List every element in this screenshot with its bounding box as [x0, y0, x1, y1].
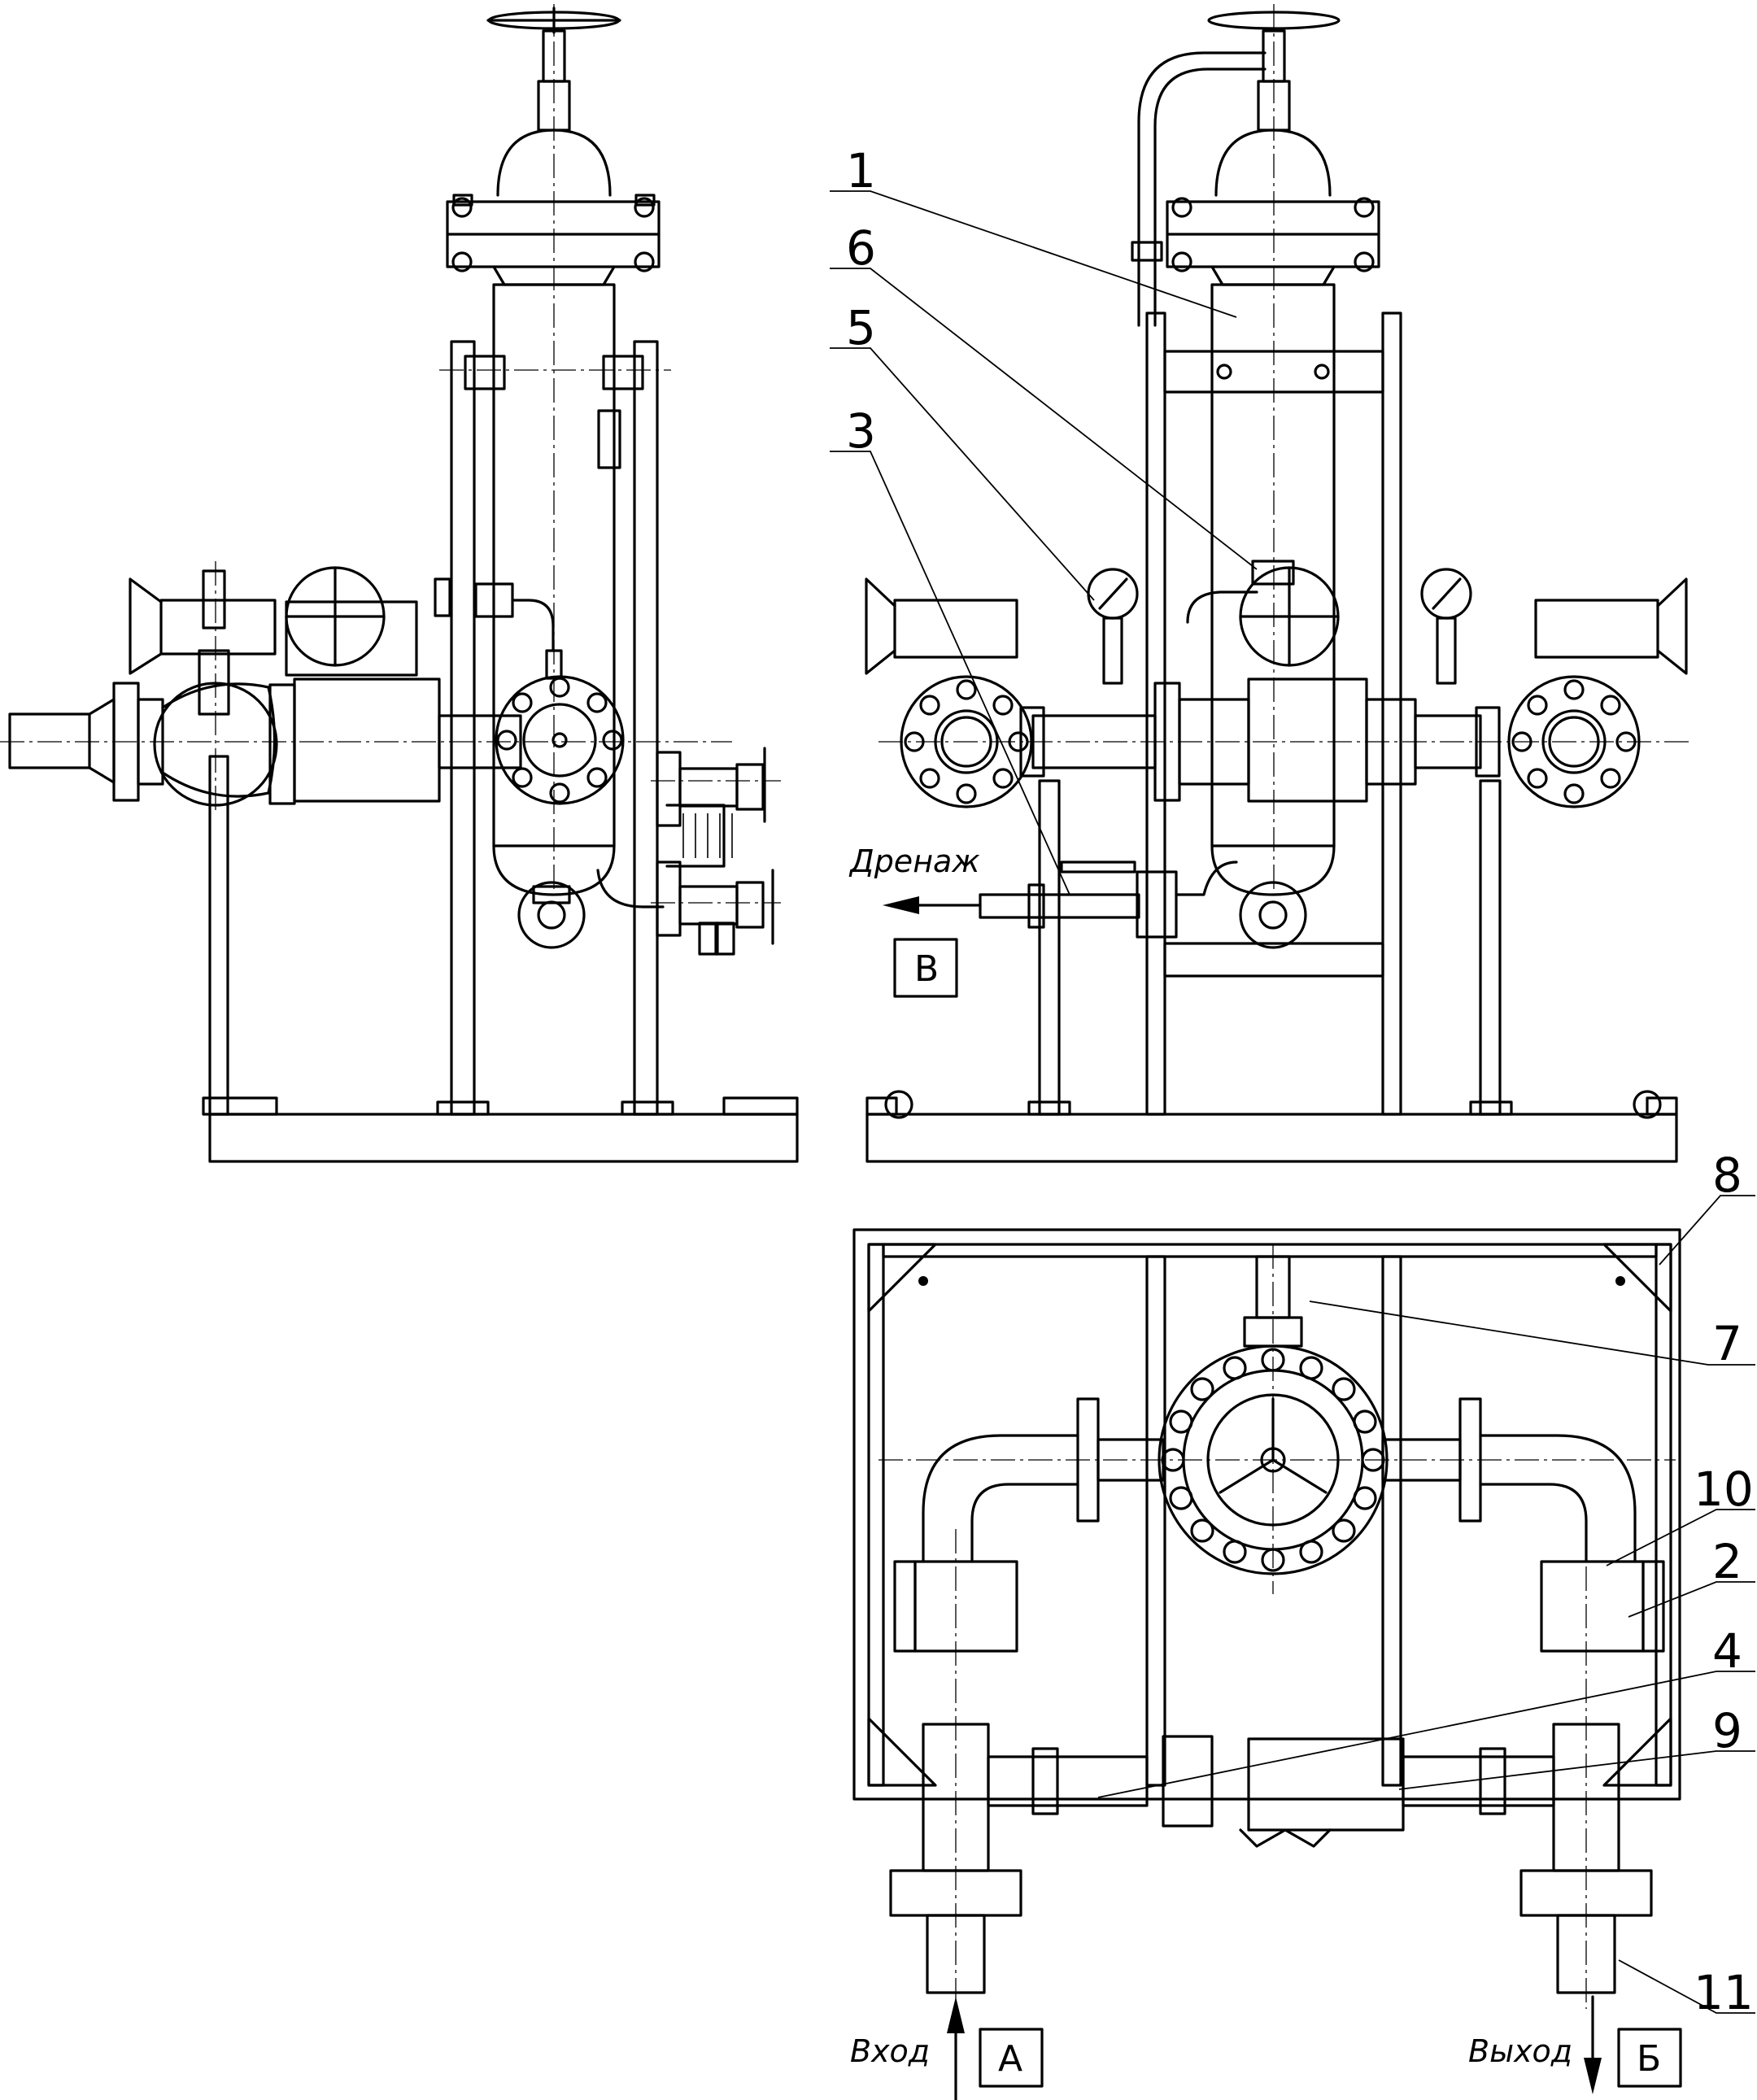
inlet-arrow-icon [947, 1997, 965, 2033]
callout-7: 7 [1712, 1316, 1742, 1371]
side-view [0, 4, 799, 1163]
drain-arrow-icon [883, 896, 919, 914]
callout-11: 11 [1694, 1965, 1754, 2020]
callout-leaders [830, 190, 1755, 2014]
callout-4: 4 [1712, 1623, 1742, 1679]
inlet-tag-box [979, 2028, 1044, 2088]
callout-8: 8 [1712, 1148, 1742, 1203]
outlet-tag-box [1617, 2028, 1682, 2088]
outlet-tag: Б [1637, 2038, 1661, 2080]
callout-6: 6 [846, 220, 876, 276]
outlet-arrow-icon [1584, 2058, 1602, 2094]
callout-numbers: 1 6 5 3 8 7 10 2 4 9 11 [846, 143, 1754, 2020]
front-view [865, 4, 1692, 1163]
flow-labels: Дренаж В Вход А Выход Б [848, 843, 1682, 2100]
plan-view [852, 1228, 1681, 2009]
inlet-label: Вход [850, 2033, 930, 2069]
drain-label: Дренаж [848, 843, 980, 879]
callout-1: 1 [846, 143, 876, 198]
callout-3: 3 [846, 403, 876, 459]
callout-5: 5 [846, 300, 876, 355]
outlet-label: Выход [1468, 2033, 1572, 2069]
drain-tag: В [914, 948, 939, 990]
callout-9: 9 [1712, 1703, 1742, 1758]
callout-2: 2 [1712, 1534, 1742, 1589]
callout-10: 10 [1694, 1462, 1754, 1517]
drain-tag-box [893, 938, 958, 998]
inlet-tag: А [998, 2038, 1022, 2080]
